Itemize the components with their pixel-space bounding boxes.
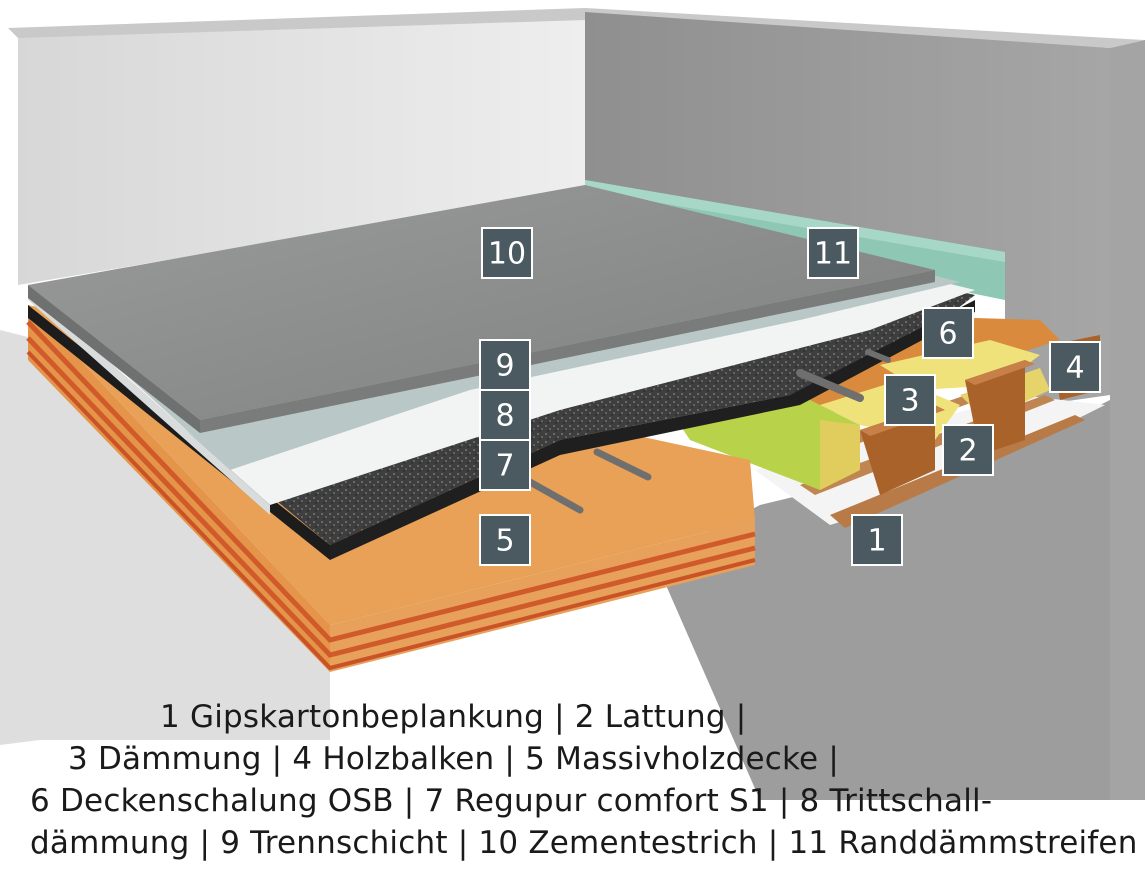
svg-text:1: 1 [867,524,886,559]
svg-text:11: 11 [814,237,852,272]
svg-text:6: 6 [938,317,957,352]
walls [0,8,1145,800]
badge-10: 10 [481,227,533,279]
svg-text:4: 4 [1065,351,1084,386]
svg-text:5: 5 [495,524,514,559]
left-back-wall [18,12,585,285]
caption-line-3: 6 Deckenschalung OSB | 7 Regupur comfort… [30,783,993,819]
badges: 1 2 3 4 5 6 7 8 [479,227,1101,566]
svg-text:10: 10 [488,237,526,272]
svg-text:7: 7 [495,449,514,484]
badge-4: 4 [1049,341,1101,393]
svg-text:2: 2 [958,434,977,469]
badge-2: 2 [942,424,994,476]
svg-text:3: 3 [900,384,919,419]
caption-line-2: 3 Dämmung | 4 Holzbalken | 5 Massivholzd… [68,741,840,777]
cement-screed [28,185,935,433]
caption-line-1: 1 Gipskartonbeplankung | 2 Lattung | [160,699,747,735]
lower-left-wall [0,330,330,745]
anchor-rods [526,349,891,514]
badge-6: 6 [922,307,974,359]
right-back-wall [585,12,1110,410]
badge-5: 5 [479,514,531,566]
badge-8: 8 [479,389,531,441]
badge-7: 7 [479,439,531,491]
svg-text:8: 8 [495,399,514,434]
lower-right-wall [655,400,1110,800]
badge-3: 3 [884,374,936,426]
caption-line-4: dämmung | 9 Trennschicht | 10 Zementestr… [30,825,1138,861]
right-wall-front [1110,40,1145,800]
badge-11: 11 [807,227,859,279]
badge-9: 9 [479,339,531,391]
svg-text:9: 9 [495,349,514,384]
wall-top-edge [8,8,1145,48]
badge-1: 1 [851,514,903,566]
